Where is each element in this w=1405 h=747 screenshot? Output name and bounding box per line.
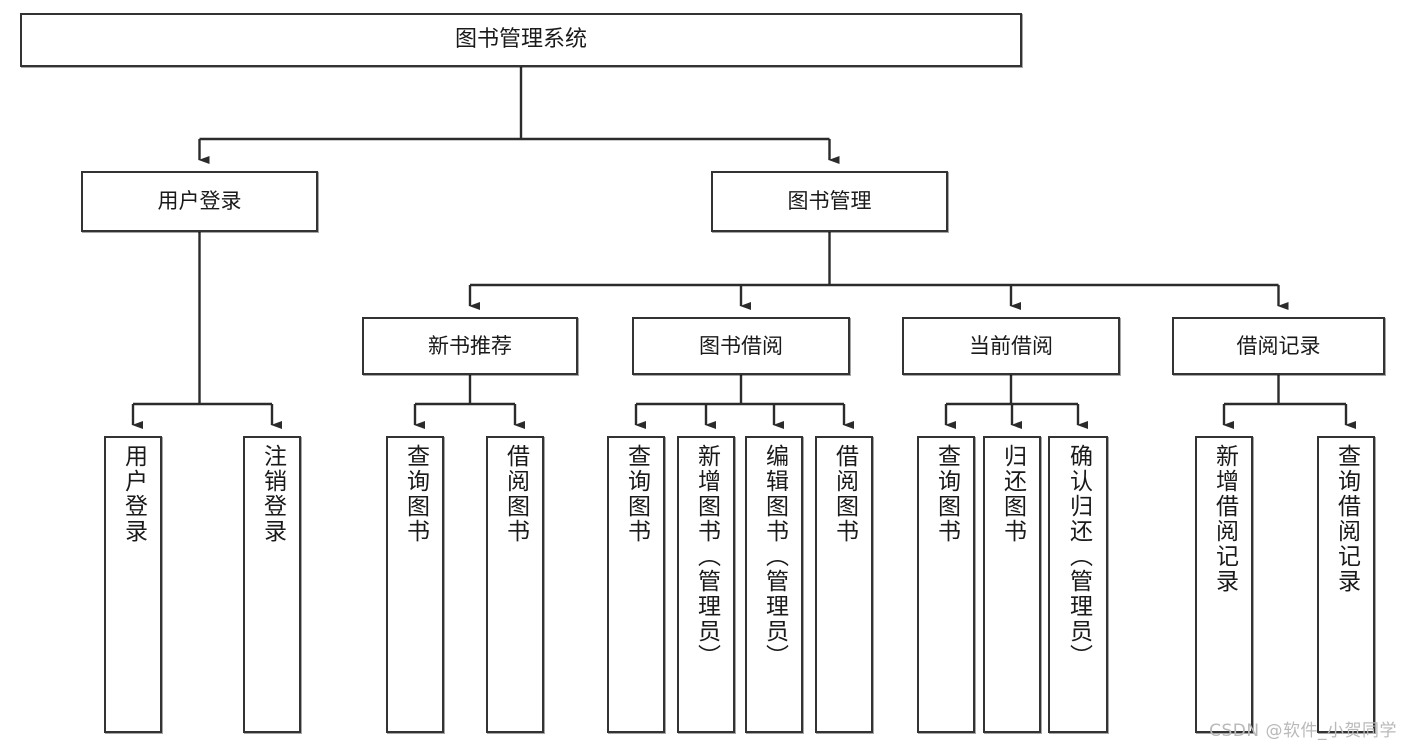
node-leaf-logout-label: 注销登录 xyxy=(259,444,286,544)
node-new-book-recommend[interactable]: 新书推荐 xyxy=(362,317,578,375)
node-leaf-borrow-book-2[interactable]: 借阅图书 xyxy=(815,436,873,733)
node-leaf-add-book-admin-label: 新增图书（管理员） xyxy=(693,444,720,669)
node-new-book-recommend-label: 新书推荐 xyxy=(428,333,512,358)
node-borrow-record[interactable]: 借阅记录 xyxy=(1172,317,1385,375)
node-leaf-user-login-label: 用户登录 xyxy=(120,444,147,544)
node-leaf-add-borrow-record[interactable]: 新增借阅记录 xyxy=(1195,436,1253,733)
node-leaf-add-borrow-record-label: 新增借阅记录 xyxy=(1211,444,1238,594)
node-leaf-query-book-3-label: 查询图书 xyxy=(933,444,960,544)
node-leaf-query-borrow-record-label: 查询借阅记录 xyxy=(1333,444,1360,594)
node-user-login[interactable]: 用户登录 xyxy=(81,171,318,232)
node-leaf-add-book-admin[interactable]: 新增图书（管理员） xyxy=(677,436,735,733)
node-leaf-edit-book-admin-label: 编辑图书（管理员） xyxy=(761,444,788,669)
node-leaf-borrow-book-1[interactable]: 借阅图书 xyxy=(486,436,544,733)
node-current-borrow[interactable]: 当前借阅 xyxy=(902,317,1120,375)
node-leaf-borrow-book-1-label: 借阅图书 xyxy=(502,444,529,544)
connector-bus xyxy=(133,232,272,406)
connector-bus xyxy=(470,232,1279,287)
connector-bus xyxy=(415,375,515,406)
node-leaf-query-book-1[interactable]: 查询图书 xyxy=(386,436,444,733)
node-leaf-confirm-return-admin[interactable]: 确认归还（管理员） xyxy=(1048,436,1108,733)
node-leaf-return-book[interactable]: 归还图书 xyxy=(983,436,1041,733)
connector-bus xyxy=(946,375,1078,406)
watermark-text: CSDN @软件_小贺同学 xyxy=(1209,721,1397,741)
node-current-borrow-label: 当前借阅 xyxy=(969,333,1053,358)
node-leaf-user-login[interactable]: 用户登录 xyxy=(104,436,162,733)
node-root-label: 图书管理系统 xyxy=(454,27,587,53)
connector-bus xyxy=(199,67,830,141)
node-book-manage[interactable]: 图书管理 xyxy=(711,171,948,232)
node-leaf-query-book-3[interactable]: 查询图书 xyxy=(917,436,975,733)
node-book-manage-label: 图书管理 xyxy=(787,189,872,214)
node-leaf-confirm-return-admin-label: 确认归还（管理员） xyxy=(1065,444,1092,669)
node-root[interactable]: 图书管理系统 xyxy=(20,13,1022,67)
node-user-login-label: 用户登录 xyxy=(157,189,242,214)
node-leaf-query-book-2[interactable]: 查询图书 xyxy=(607,436,665,733)
connector-bus xyxy=(636,375,844,406)
node-leaf-edit-book-admin[interactable]: 编辑图书（管理员） xyxy=(745,436,803,733)
node-leaf-query-book-2-label: 查询图书 xyxy=(623,444,650,544)
connector-bus xyxy=(1224,375,1346,406)
node-leaf-return-book-label: 归还图书 xyxy=(999,444,1026,544)
node-book-borrow[interactable]: 图书借阅 xyxy=(632,317,850,375)
node-book-borrow-label: 图书借阅 xyxy=(699,333,783,358)
node-leaf-logout[interactable]: 注销登录 xyxy=(243,436,301,733)
node-borrow-record-label: 借阅记录 xyxy=(1236,333,1321,358)
node-leaf-query-borrow-record[interactable]: 查询借阅记录 xyxy=(1317,436,1375,733)
node-leaf-query-book-1-label: 查询图书 xyxy=(402,444,429,544)
node-leaf-borrow-book-2-label: 借阅图书 xyxy=(831,444,858,544)
